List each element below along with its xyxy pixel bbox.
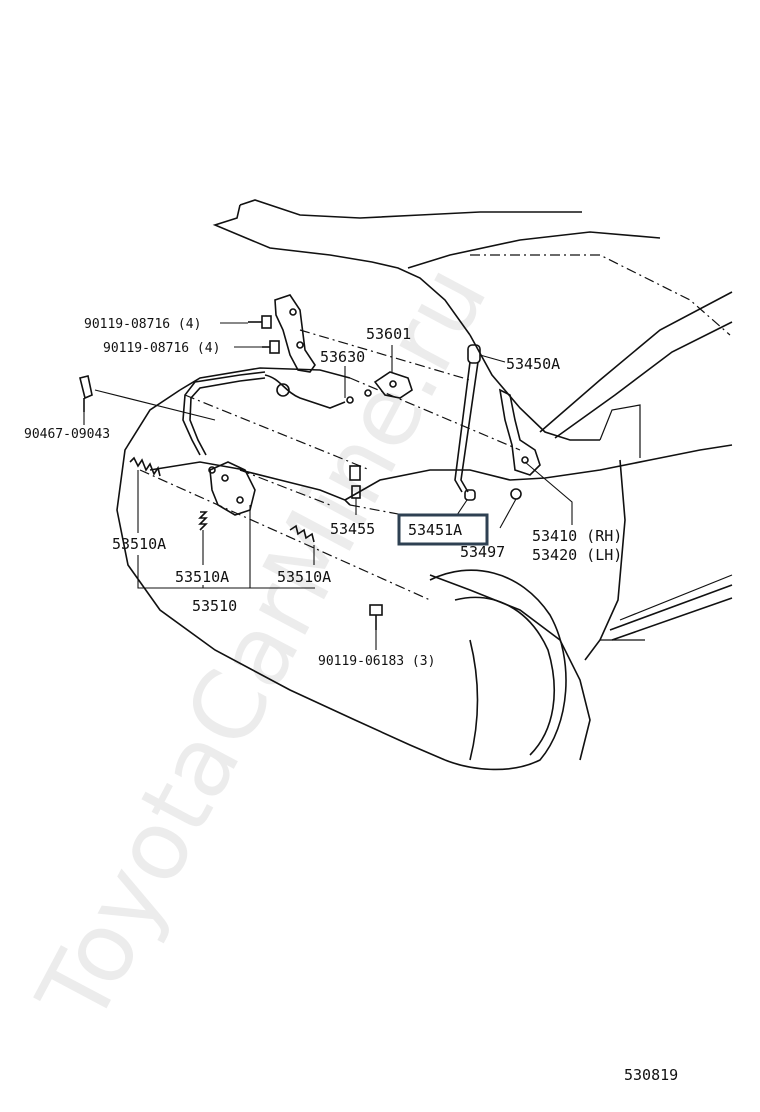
clip-90467-09043 [79,375,93,412]
label-53510A-mid: 53510A [175,568,229,586]
label-53410-rh: 53410 (RH) [532,527,622,545]
label-90467-09043: 90467-09043 [24,427,110,442]
label-53510A-right: 53510A [277,568,331,586]
leader-lines [83,322,573,650]
label-53510A-left: 53510A [112,535,166,553]
hood-hinge-53410-53420 [498,388,541,476]
watermark-text: ToyotaCarMine.ru [16,248,509,1042]
release-lever-53601 [373,371,413,399]
release-cable-53630 [182,371,372,456]
highlight-box-53451A [397,513,489,546]
screw-90119-06183 [369,604,383,630]
label-53510: 53510 [192,597,237,615]
label-53601: 53601 [366,325,411,343]
label-53455: 53455 [330,520,375,538]
hood-support-rod-53450A [454,344,481,493]
label-90119-08716-b: 90119-08716 (4) [103,341,220,356]
cushion-53497 [510,488,522,500]
label-53497: 53497 [460,543,505,561]
spring-53510A-right [289,524,315,543]
hood-hinge-part [274,294,316,373]
figure-code: 530819 [624,1066,678,1084]
bolt-90119-08716-a [248,315,272,329]
spring-53510A-mid [198,511,208,531]
bolt-90119-08716-b [262,340,280,354]
label-53630: 53630 [320,348,365,366]
hood-lock-53510 [208,461,256,516]
label-90119-06183: 90119-06183 (3) [318,654,435,669]
grommet-53451A [464,489,476,501]
label-53450A: 53450A [506,355,560,373]
label-53451A[interactable]: 53451A [408,521,462,539]
label-53420-lh: 53420 (LH) [532,546,622,564]
label-90119-08716-a: 90119-08716 (4) [84,317,201,332]
spring-53510A-left [129,456,161,477]
